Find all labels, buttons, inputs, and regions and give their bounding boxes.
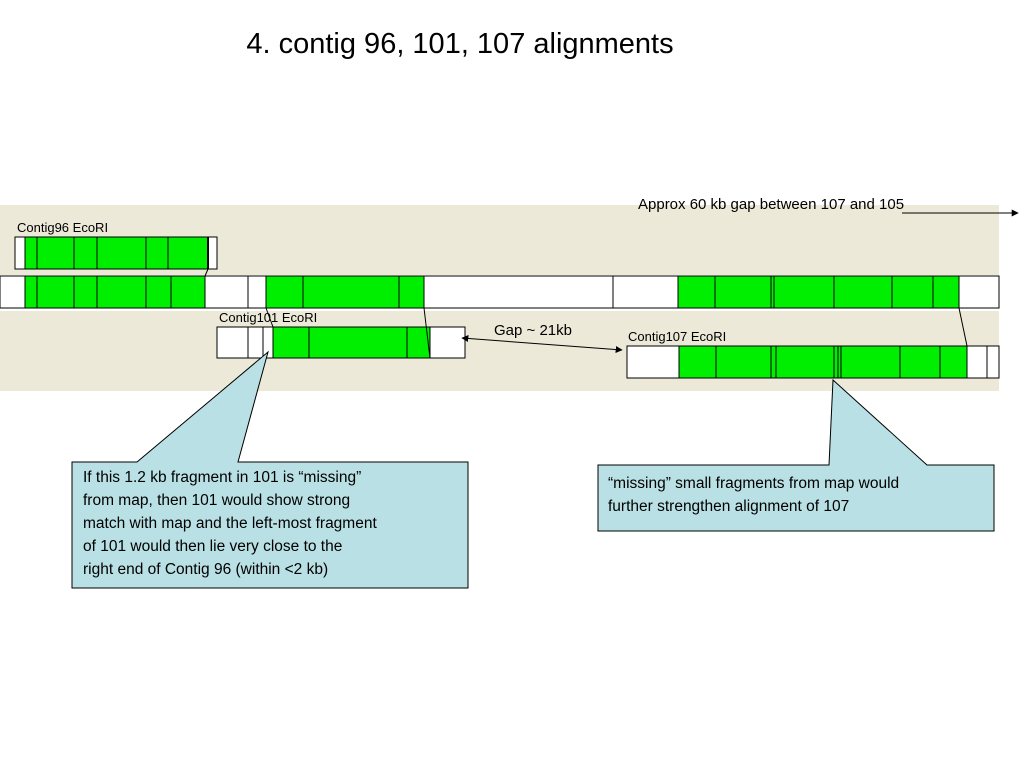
contig96-label: Contig96 EcoRI — [17, 220, 108, 235]
left-callout-line: match with map and the left-most fragmen… — [83, 515, 377, 532]
contig96-track — [14, 236, 218, 270]
left-callout-line: from map, then 101 would show strong — [83, 492, 351, 509]
contig96-matched-span — [24, 236, 209, 270]
contig101-track — [216, 326, 466, 359]
gap-60kb-note: Approx 60 kb gap between 107 and 105 — [638, 196, 904, 213]
contig107-label: Contig107 EcoRI — [628, 329, 726, 344]
left-callout-line: If this 1.2 kb fragment in 101 is “missi… — [83, 469, 362, 486]
right-callout — [597, 378, 995, 532]
map-track — [0, 275, 1000, 309]
connector-line — [265, 307, 274, 328]
right-callout-line: further strengthen alignment of 107 — [608, 498, 850, 515]
gap-21kb-arrow — [461, 334, 623, 354]
connector-line — [423, 307, 431, 359]
left-callout-line: right end of Contig 96 (within <2 kb) — [83, 561, 329, 578]
gap-21kb-note: Gap ~ 21kb — [494, 322, 572, 339]
map-fragment — [265, 275, 425, 309]
connector-line — [204, 268, 209, 277]
right-callout-line: “missing” small fragments from map would — [608, 475, 900, 492]
slide-title: 4. contig 96, 101, 107 alignments — [246, 28, 674, 60]
contig107-track — [626, 345, 1000, 379]
left-callout-line: of 101 would then lie very close to the — [83, 538, 343, 555]
contig107-matched-span — [678, 345, 968, 379]
connector-line — [958, 307, 968, 347]
map-fragment — [677, 275, 960, 309]
left-callout-text: If this 1.2 kb fragment in 101 is “missi… — [83, 466, 463, 581]
contig101-label: Contig101 EcoRI — [219, 310, 317, 325]
alignment-connectors — [204, 268, 968, 359]
map-fragment — [24, 275, 206, 309]
right-callout-text: “missing” small fragments from map would… — [608, 472, 990, 518]
left-callout — [71, 350, 469, 589]
contig101-matched-span — [272, 326, 431, 359]
